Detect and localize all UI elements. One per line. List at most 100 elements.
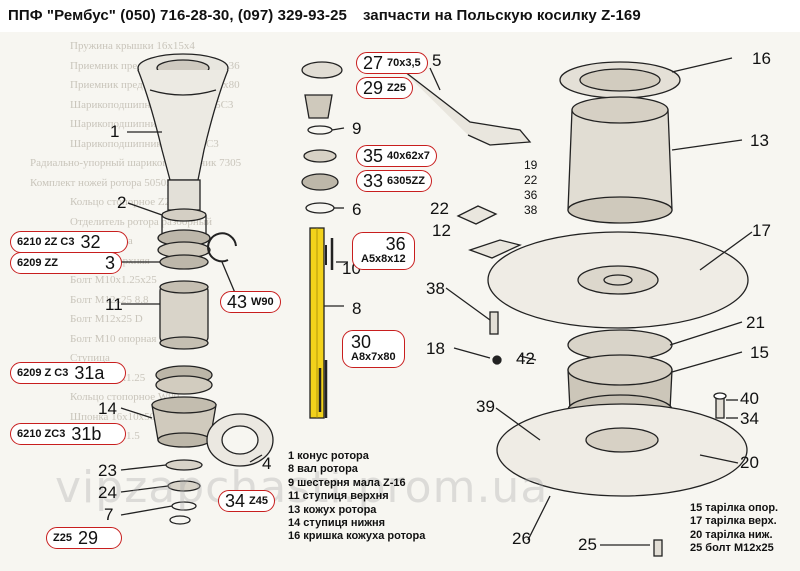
- legend-right: 15 тарілка опор. 17 тарілка верх. 20 тар…: [690, 502, 778, 556]
- tag-31a: 6209 Z C3 31a: [10, 362, 126, 384]
- tag-30-code: A8x7x80: [351, 351, 396, 363]
- tag-30-number: 30: [351, 332, 372, 352]
- kit-number-19: 19: [524, 158, 538, 172]
- part-number-1: 1: [110, 122, 120, 141]
- background-table-row: Болт M12x25 8.8: [70, 293, 149, 306]
- part-number-26: 26: [512, 529, 531, 548]
- part-number-2: 2: [117, 193, 127, 212]
- tag-32-code: 6210 2Z C3: [17, 236, 75, 248]
- legend-item: 16 кришка кожуха ротора: [288, 530, 426, 543]
- legend-item: 25 болт М12х25: [690, 542, 774, 555]
- legend-item: 1 конус ротора: [288, 450, 369, 462]
- tag-33-number: 33: [363, 171, 384, 191]
- tag-31a-code: 6209 Z C3: [17, 367, 69, 379]
- header-title: ППФ "Рембус" (050) 716-28-30, (097) 329-…: [0, 0, 800, 32]
- kit-number-38: 38: [524, 203, 538, 217]
- part-number-16: 16: [752, 49, 771, 68]
- part-number-25: 25: [578, 535, 597, 554]
- part-number-40: 40: [740, 389, 759, 408]
- background-table-row: Комплект ножей ротора 50505.3130: [30, 176, 197, 189]
- part-number-5: 5: [432, 51, 442, 70]
- part-number-8: 8: [352, 299, 362, 318]
- tag-36-number: 36: [385, 234, 406, 254]
- part-number-11: 11: [105, 295, 123, 314]
- part-number-23: 23: [98, 461, 117, 480]
- part-number-15: 15: [750, 343, 769, 362]
- tag-43-code: W90: [251, 296, 274, 308]
- tag-29-top-number: 29: [363, 78, 384, 98]
- tag-27-number: 27: [363, 53, 384, 73]
- part-number-9: 9: [352, 119, 362, 138]
- parts-subject: запчасти на Польскую косилку Z-169: [362, 7, 641, 24]
- kit-number-36: 36: [524, 188, 538, 202]
- tag-31b-code: 6210 ZC3: [17, 428, 66, 440]
- tag-3-number: 3: [104, 253, 115, 273]
- watermark: vipzapchasti.prom.ua: [55, 462, 549, 513]
- part-number-4: 4: [262, 454, 272, 473]
- legend-item: 11 ступиця верхня: [288, 490, 389, 503]
- background-table-row: Ступица: [70, 352, 110, 364]
- kit-number-22: 22: [524, 173, 538, 187]
- company-contacts: ППФ "Рембус" (050) 716-28-30, (097) 329-…: [8, 7, 347, 24]
- part-number-17: 17: [752, 221, 771, 240]
- part-number-12: 12: [432, 221, 451, 240]
- part-number-20: 20: [740, 453, 759, 472]
- tag-34-number: 34: [225, 491, 246, 511]
- tag-36-code: A5x8x12: [361, 253, 406, 265]
- background-table-row: Шпонка 16x10x50: [70, 410, 156, 423]
- background-table-row: Кольцо стопорное W90: [70, 391, 180, 403]
- part-number-6: 6: [352, 200, 362, 219]
- tag-32: 6210 2Z C3 32: [10, 231, 128, 253]
- part-number-24: 24: [98, 483, 117, 502]
- tag-35-code: 40x62x7: [387, 150, 430, 162]
- tag-35-number: 35: [363, 146, 384, 166]
- part-number-14: 14: [98, 399, 117, 418]
- tag-31b-number: 31b: [71, 424, 102, 444]
- tag-3-code: 6209 ZZ: [17, 257, 58, 269]
- part-number-38: 38: [426, 279, 445, 298]
- kit-number-list: 19 22 36 38: [524, 158, 537, 218]
- legend-item: 8 вал ротора: [288, 463, 358, 476]
- tag-31b: 6210 ZC3 31b: [10, 423, 126, 445]
- legend-center: 1 конус ротора 8 вал ротора 9 шестерня м…: [288, 450, 425, 544]
- part-number-42: 42: [516, 349, 535, 368]
- legend-item: 9 шестерня мала Z-16: [288, 476, 406, 489]
- part-number-39: 39: [476, 397, 495, 416]
- part-number-18: 18: [426, 339, 445, 358]
- tag-3: 6209 ZZ 3: [10, 252, 122, 274]
- tag-27-code: 70x3,5: [387, 57, 421, 69]
- tag-33-code: 6305ZZ: [387, 175, 425, 187]
- tag-29-top-code: Z25: [387, 82, 406, 94]
- part-number-13: 13: [750, 131, 769, 150]
- part-number-21: 21: [746, 313, 765, 332]
- part-number-22: 22: [430, 199, 449, 218]
- tag-31a-number: 31a: [74, 363, 105, 383]
- background-table-row: Кольцо стопорное Z25: [70, 196, 176, 208]
- background-table-row: Болт M12x25 D: [70, 313, 143, 325]
- legend-item: 20 тарілка ниж.: [690, 528, 773, 541]
- part-number-34: 34: [740, 409, 759, 428]
- legend-item: 15 тарілка опор.: [690, 502, 779, 514]
- legend-item: 14 ступиця нижня: [288, 516, 386, 529]
- legend-item: 17 тарілка верх.: [690, 515, 777, 528]
- part-number-7: 7: [104, 505, 114, 524]
- legend-item: 13 кожух ротора: [288, 503, 377, 516]
- tag-43-number: 43: [227, 292, 248, 312]
- tag-32-number: 32: [80, 232, 101, 252]
- tag-34-code: Z45: [249, 495, 268, 507]
- background-table-row: Болт M10 опорная: [70, 332, 157, 345]
- background-table-row: Пружина крышки 16x15x4: [70, 40, 195, 52]
- background-table-row: Болт M10x1.25x25: [70, 274, 157, 286]
- tag-29-bottom-code: Z25: [53, 532, 72, 544]
